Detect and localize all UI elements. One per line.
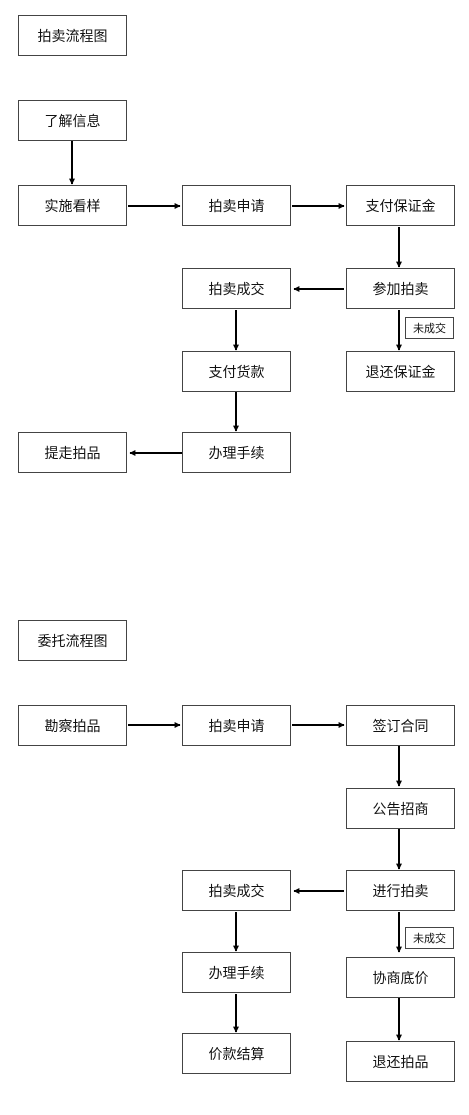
node-pay-deposit: 支付保证金 [346, 185, 455, 226]
node-negotiate-price: 协商底价 [346, 957, 455, 998]
node-auction-apply: 拍卖申请 [182, 185, 291, 226]
node-hold-auction: 进行拍卖 [346, 870, 455, 911]
node-procedures: 办理手续 [182, 432, 291, 473]
label-not-deal: 未成交 [405, 317, 454, 339]
node-inspect-item: 勘察拍品 [18, 705, 127, 746]
node-auction-deal: 拍卖成交 [182, 268, 291, 309]
node-announce: 公告招商 [346, 788, 455, 829]
node-learn-info: 了解信息 [18, 100, 127, 141]
node-return-deposit: 退还保证金 [346, 351, 455, 392]
node-sign-contract: 签订合同 [346, 705, 455, 746]
node-consign-procedures: 办理手续 [182, 952, 291, 993]
node-pay-goods: 支付货款 [182, 351, 291, 392]
node-consign-deal: 拍卖成交 [182, 870, 291, 911]
node-join-auction: 参加拍卖 [346, 268, 455, 309]
auction-title: 拍卖流程图 [18, 15, 127, 56]
node-consign-apply: 拍卖申请 [182, 705, 291, 746]
node-pick-up: 提走拍品 [18, 432, 127, 473]
label-consign-not-deal: 未成交 [405, 927, 454, 949]
node-settle-payment: 价款结算 [182, 1033, 291, 1074]
consign-title: 委托流程图 [18, 620, 127, 661]
node-return-item: 退还拍品 [346, 1041, 455, 1082]
node-view-sample: 实施看样 [18, 185, 127, 226]
